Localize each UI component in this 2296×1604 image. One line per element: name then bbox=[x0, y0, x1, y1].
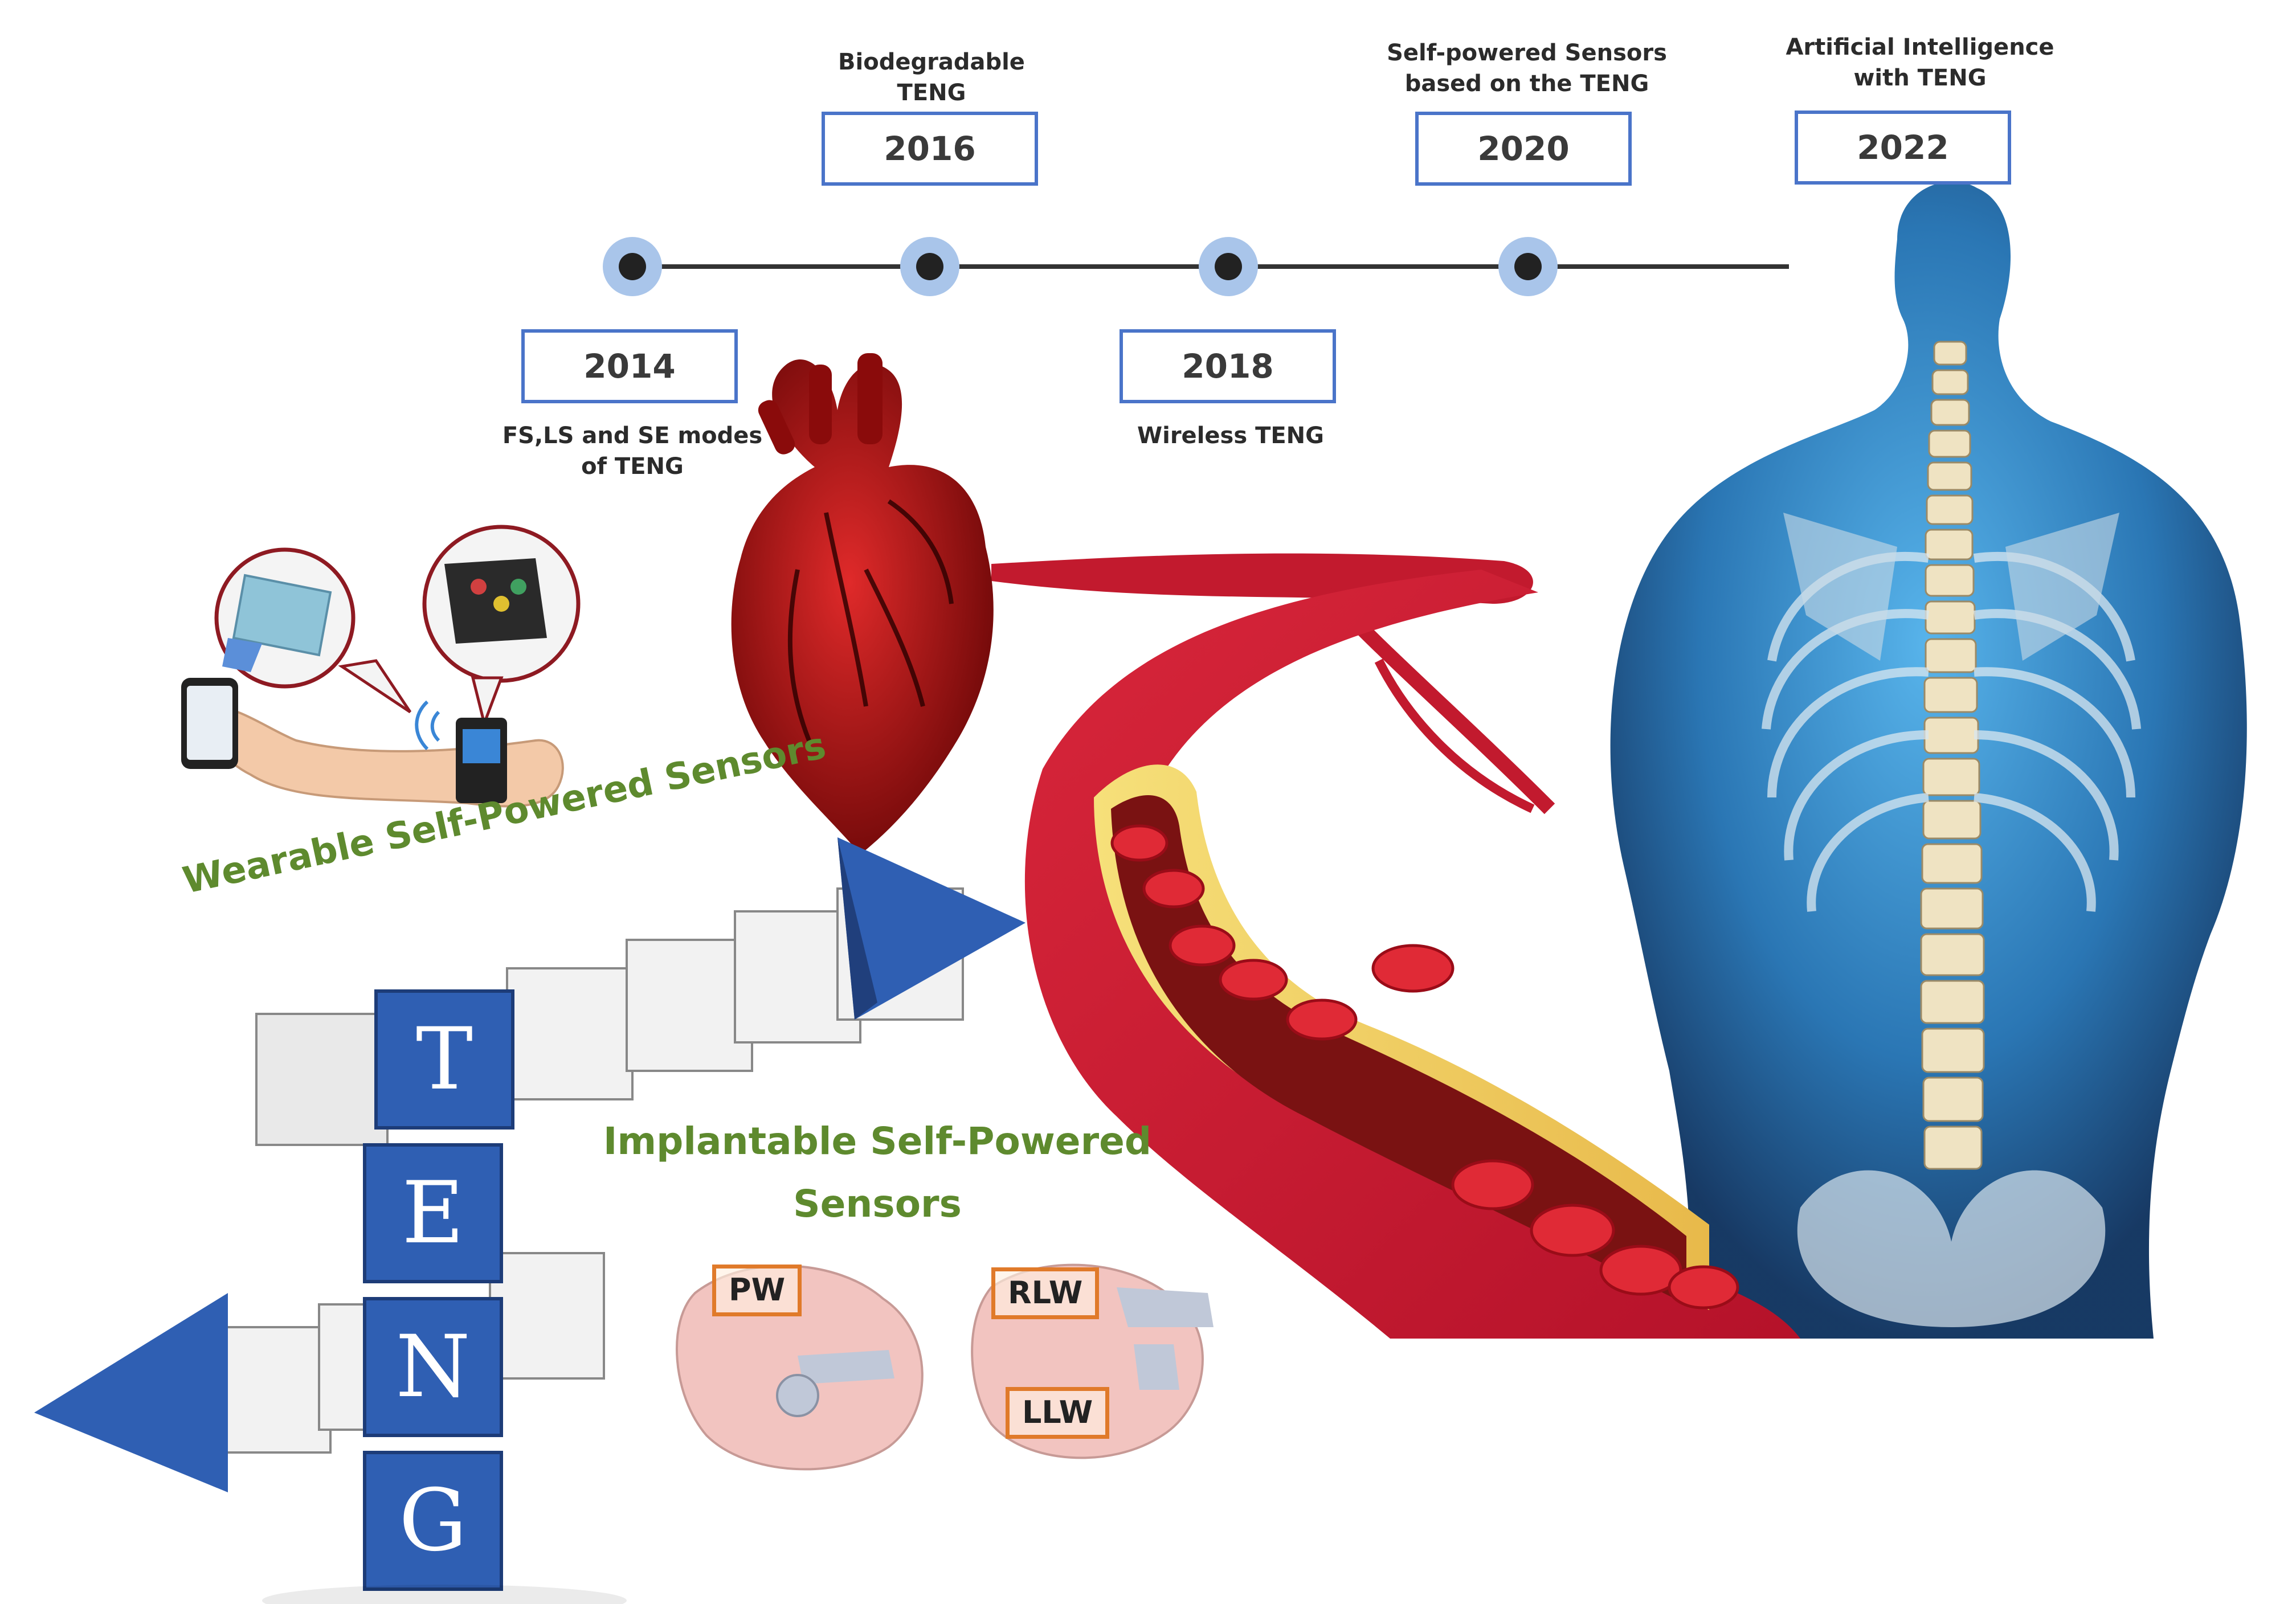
teng-letter-e: E bbox=[402, 1164, 464, 1263]
implantable-sensors-label-line1: Implantable Self-Powered bbox=[603, 1119, 1152, 1163]
caption-2018: Wireless TENG bbox=[1137, 423, 1324, 449]
artery-illustration bbox=[991, 553, 1800, 1339]
tag-llw: LLW bbox=[1006, 1387, 1110, 1439]
tag-rlw: RLW bbox=[991, 1267, 1100, 1319]
teng-letter-g: G bbox=[399, 1471, 467, 1570]
teng-letter-n: N bbox=[395, 1317, 471, 1417]
timeline-node-2018 bbox=[1199, 237, 1258, 296]
year-box-2016: 2016 bbox=[822, 112, 1038, 186]
human-skeleton-illustration bbox=[1610, 181, 2247, 1339]
year-box-2018: 2018 bbox=[1120, 329, 1336, 403]
timeline-node-2016 bbox=[900, 237, 959, 296]
implantable-sensors-label-line2: Sensors bbox=[793, 1182, 962, 1226]
timeline-axis bbox=[603, 237, 1789, 296]
year-box-2022: 2022 bbox=[1795, 111, 2011, 185]
year-box-2014: 2014 bbox=[521, 329, 738, 403]
teng-cube-arrows bbox=[34, 837, 1026, 1604]
wearable-device-illustration bbox=[181, 525, 581, 808]
timeline-node-2014 bbox=[603, 237, 662, 296]
anatomical-heart-illustration bbox=[731, 353, 994, 854]
year-box-2020: 2020 bbox=[1415, 112, 1632, 186]
teng-letter-t: T bbox=[415, 1010, 473, 1109]
timeline-node-2020 bbox=[1498, 237, 1558, 296]
tag-pw: PW bbox=[712, 1265, 802, 1316]
